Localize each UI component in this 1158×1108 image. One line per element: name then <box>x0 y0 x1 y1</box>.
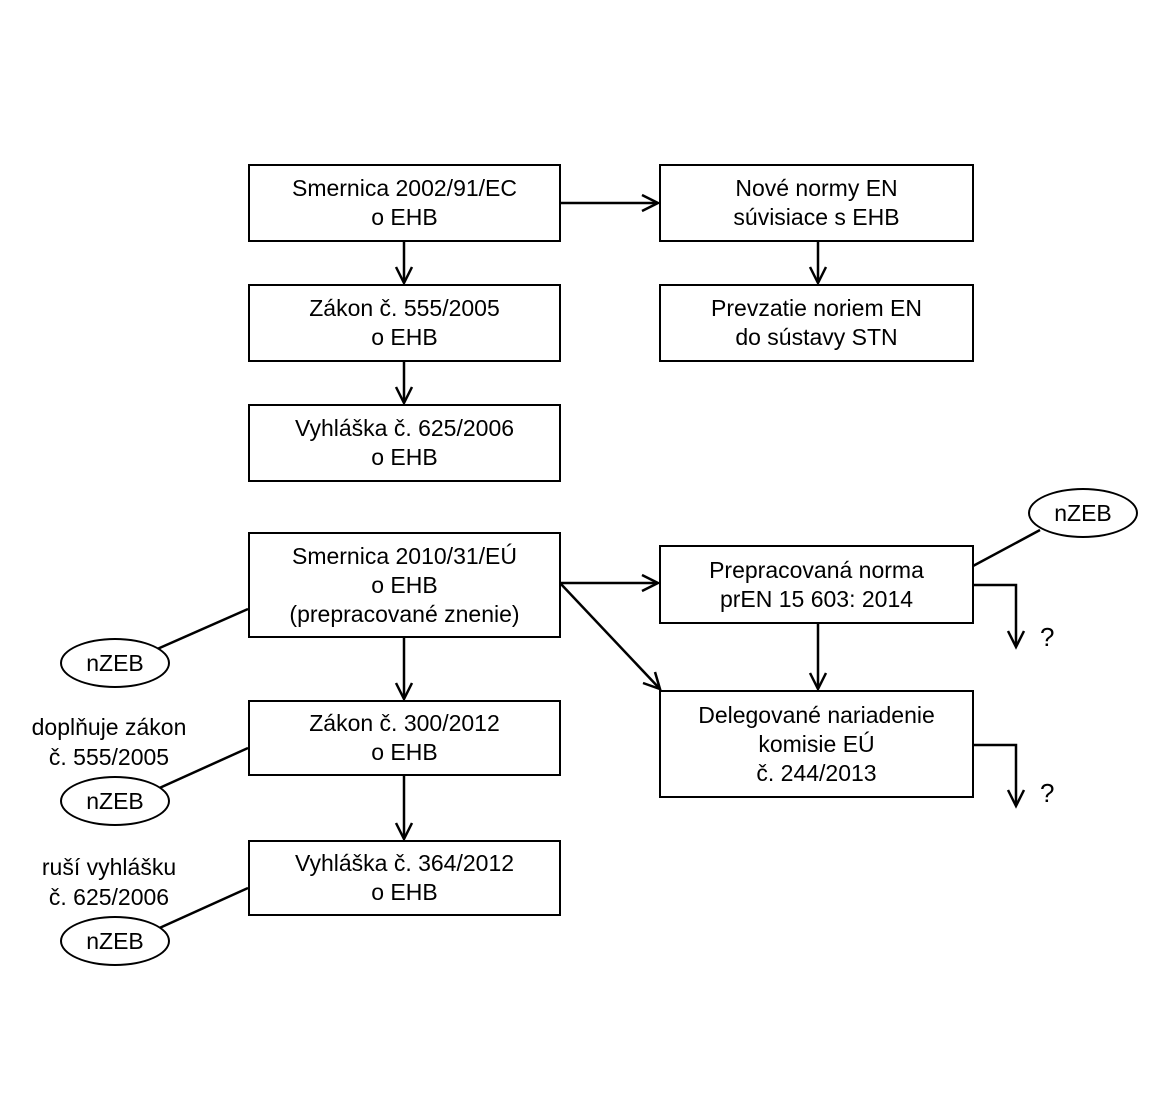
box-prevzatie-line2: do sústavy STN <box>735 324 898 350</box>
box-delegovane-line3: č. 244/2013 <box>756 759 877 786</box>
nzeb-oval-smernica: nZEB <box>60 638 170 688</box>
note-rusi-vyhlasku: ruší vyhlášku č. 625/2006 <box>14 852 204 912</box>
box-zakon-300-line1: Zákon č. 300/2012 <box>309 710 500 736</box>
note-rusi-line2: č. 625/2006 <box>48 884 170 910</box>
box-delegovane-line1: Delegované nariadenie <box>698 701 935 728</box>
box-prepracovana-norma-line2: prEN 15 603: 2014 <box>719 585 914 612</box>
box-vyhlaska-625: Vyhláška č. 625/2006 o EHB <box>248 404 561 482</box>
box-vyhlaska-364-line1: Vyhláška č. 364/2012 <box>294 850 515 876</box>
note-doplnuje-line2: č. 555/2005 <box>48 744 170 770</box>
box-nove-normy: Nové normy EN súvisiace s EHB <box>659 164 974 242</box>
box-smernica-2010: Smernica 2010/31/EÚ o EHB (prepracované … <box>248 532 561 638</box>
box-vyhlaska-625-line2: o EHB <box>371 444 438 470</box>
box-smernica-2010-line1: Smernica 2010/31/EÚ <box>291 542 517 569</box>
box-prevzatie-line1: Prevzatie noriem EN <box>711 295 922 321</box>
box-smernica-2010-line2: o EHB <box>371 571 438 598</box>
question-mark-2: ? <box>1040 778 1055 808</box>
note-doplnuje-zakon: doplňuje zákon č. 555/2005 <box>14 712 204 772</box>
box-vyhlaska-364-line2: o EHB <box>371 879 438 905</box>
note-rusi-line1: ruší vyhlášku <box>41 854 177 880</box>
box-smernica-2002: Smernica 2002/91/EC o EHB <box>248 164 561 242</box>
box-zakon-555-line2: o EHB <box>371 324 438 350</box>
box-nove-normy-line2: súvisiace s EHB <box>733 204 900 230</box>
box-prepracovana-norma: Prepracovaná norma prEN 15 603: 2014 <box>659 545 974 624</box>
box-smernica-2010-line3: (prepracované znenie) <box>289 600 520 627</box>
note-doplnuje-line1: doplňuje zákon <box>31 714 187 740</box>
box-zakon-555-line1: Zákon č. 555/2005 <box>309 295 500 321</box>
box-zakon-555: Zákon č. 555/2005 o EHB <box>248 284 561 362</box>
box-smernica-2002-line2: o EHB <box>371 204 438 230</box>
nzeb-oval-zakon: nZEB <box>60 776 170 826</box>
box-delegovane-line2: komisie EÚ <box>758 730 875 757</box>
question-mark-1: ? <box>1040 622 1055 652</box>
box-delegovane-nariadenie: Delegované nariadenie komisie EÚ č. 244/… <box>659 690 974 798</box>
nzeb-oval-vyhlaska: nZEB <box>60 916 170 966</box>
box-zakon-300-line2: o EHB <box>371 739 438 765</box>
nzeb-oval-top-right: nZEB <box>1028 488 1138 538</box>
box-prevzatie: Prevzatie noriem EN do sústavy STN <box>659 284 974 362</box>
box-nove-normy-line1: Nové normy EN <box>735 175 898 201</box>
box-vyhlaska-625-line1: Vyhláška č. 625/2006 <box>294 415 515 441</box>
box-prepracovana-norma-line1: Prepracovaná norma <box>709 556 924 583</box>
box-vyhlaska-364: Vyhláška č. 364/2012 o EHB <box>248 840 561 916</box>
box-smernica-2002-line1: Smernica 2002/91/EC <box>291 175 517 201</box>
box-zakon-300: Zákon č. 300/2012 o EHB <box>248 700 561 776</box>
